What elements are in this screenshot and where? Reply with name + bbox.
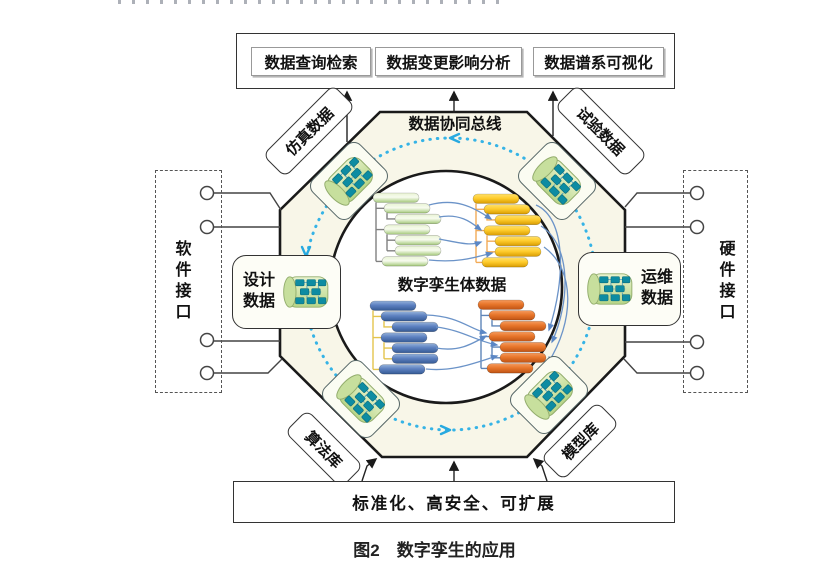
app-data-query: 数据查询检索 — [251, 47, 371, 76]
node-design-data: 设计数据 — [232, 255, 341, 329]
foundation-box: 标准化、高安全、可扩展 — [233, 481, 675, 523]
software-interface-leads — [213, 192, 283, 374]
data-mapping-arrows — [425, 201, 569, 371]
database-icon — [584, 270, 636, 308]
node-design-data-label: 设计数据 — [242, 272, 275, 310]
foundation-label: 标准化、高安全、可扩展 — [352, 495, 556, 513]
node-operation-data-label: 运维数据 — [640, 269, 673, 307]
interface-port-circles — [199, 185, 705, 381]
software-interface-box: 软件接口 — [155, 170, 222, 393]
hardware-interface-leads — [623, 192, 690, 374]
hardware-interface-label: 硬件接口 — [716, 239, 734, 324]
data-structure-trees — [369, 192, 547, 375]
app-change-impact-analysis: 数据变更影响分析 — [375, 47, 522, 76]
hardware-interface-box: 硬件接口 — [683, 170, 748, 393]
app-lineage-visualization: 数据谱系可视化 — [533, 47, 664, 76]
software-interface-label: 软件接口 — [172, 239, 190, 324]
database-icon — [280, 273, 332, 311]
figure-caption: 图2 数字孪生的应用 — [353, 541, 516, 560]
cropped-text-fragment — [118, 0, 506, 4]
data-services-panel: 数据查询检索 数据变更影响分析 数据谱系可视化 — [236, 33, 675, 89]
node-operation-data: 运维数据 — [578, 252, 681, 326]
bus-label: 数据协同总线 — [408, 116, 502, 133]
digital-twin-data-label: 数字孪生体数据 — [397, 277, 507, 294]
foundation-to-bus-arrows — [361, 457, 548, 482]
